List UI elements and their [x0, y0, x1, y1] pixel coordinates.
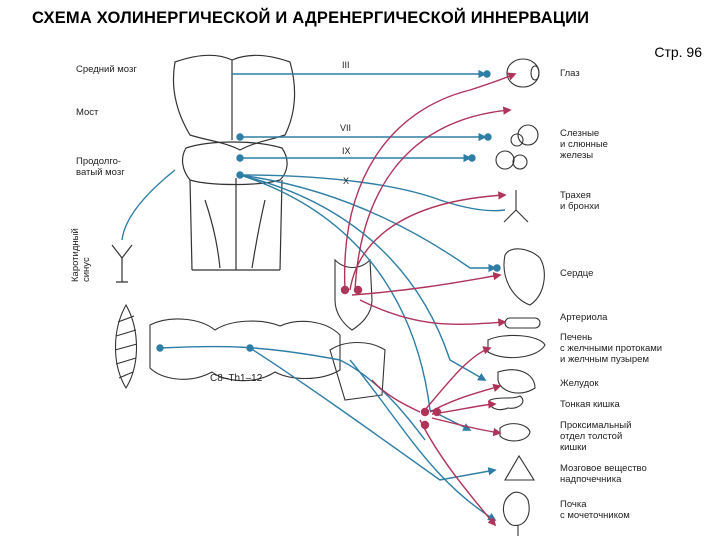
label-liver-line1: Печень: [560, 332, 593, 343]
label-medulla-line1: Продолго-: [76, 156, 122, 167]
label-carotid-sinus: Каротидный синус: [70, 228, 92, 282]
label-colon-line1: Проксимальный: [560, 420, 632, 431]
label-trachea-line1: Трахея: [560, 190, 591, 201]
spinal-cord-outline: [149, 258, 386, 401]
label-eye: Глаз: [560, 68, 580, 79]
label-kidney-line1: Почка: [560, 499, 587, 510]
cholinergic-pathways: [121, 69, 506, 521]
label-kidney-line2: с мочеточником: [560, 510, 630, 521]
label-arteriole: Артериола: [560, 312, 608, 323]
carotid-sinus-glyph: [111, 244, 133, 283]
label-carotid-line2: синус: [81, 257, 92, 282]
label-adrenal-line1: Мозговое вещество: [560, 463, 647, 474]
page-number: Стр. 96: [654, 44, 702, 60]
label-heart: Сердце: [560, 268, 594, 279]
nerve-label-iii: III: [342, 60, 350, 70]
nerve-label-x: X: [343, 176, 350, 186]
label-midbrain: Средний мозг: [76, 64, 137, 75]
adrenergic-pathways: [340, 72, 517, 527]
label-small-intestine: Тонкая кишка: [560, 399, 620, 410]
label-adrenal-line2: надпочечника: [560, 474, 622, 485]
label-glands-line2: и слюнные: [560, 139, 608, 150]
label-glands-line3: железы: [560, 150, 594, 161]
label-liver-line2: с желчными протоками: [560, 343, 663, 354]
muscle-glyph: [114, 303, 138, 390]
label-colon-line3: кишки: [560, 442, 587, 453]
label-glands-line1: Слезные: [560, 128, 600, 139]
nerve-label-ix: IX: [342, 146, 351, 156]
label-colon-line2: отдел толстой: [560, 431, 623, 442]
label-stomach: Желудок: [560, 378, 599, 389]
label-carotid-line1: Каротидный: [70, 228, 81, 282]
label-medulla-line2: ватый мозг: [76, 167, 125, 178]
spinal-segment-label: C8–Th1–12: [210, 373, 263, 384]
page-title: СХЕМА ХОЛИНЕРГИЧЕСКОЙ И АДРЕНЕРГИЧЕСКОЙ …: [32, 9, 590, 27]
organ-glyphs: [487, 58, 546, 536]
label-pons: Мост: [76, 107, 99, 118]
brainstem-outline: [172, 54, 296, 271]
label-trachea-line2: и бронхи: [560, 201, 600, 212]
label-liver-line3: и желчным пузырем: [560, 354, 649, 365]
nerve-label-vii: VII: [340, 123, 352, 133]
